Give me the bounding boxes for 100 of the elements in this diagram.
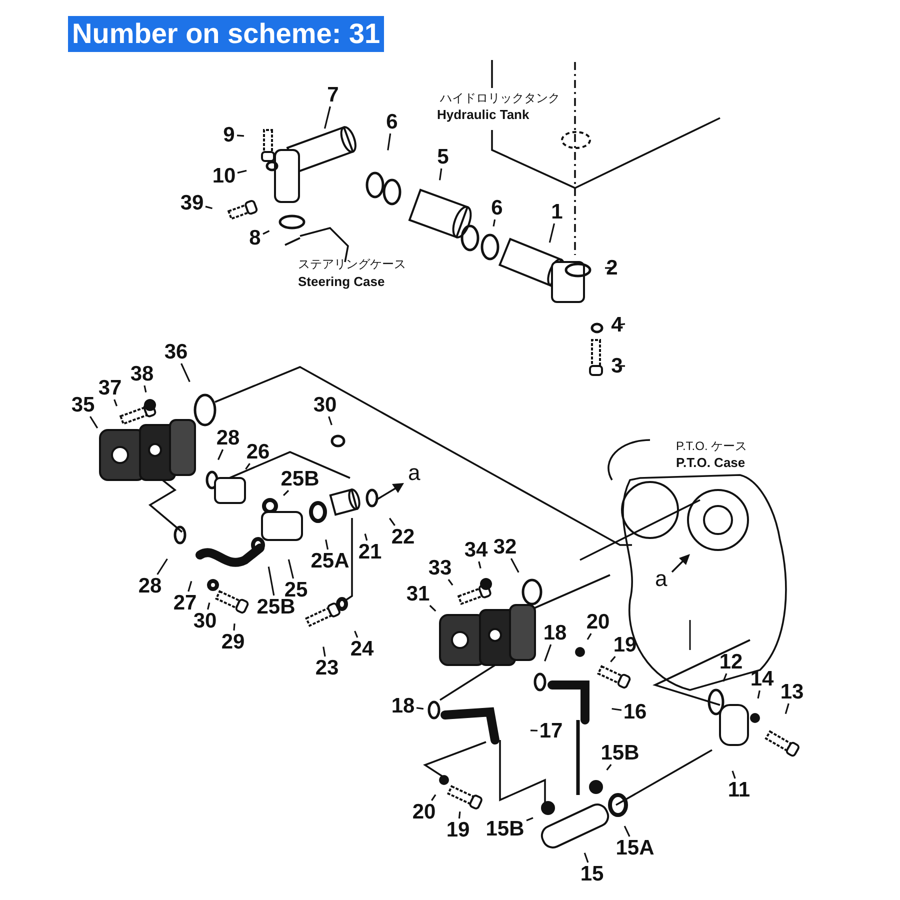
part-label: ステアリングケース <box>298 258 406 270</box>
callout-number: 2 <box>606 258 618 278</box>
callout-number: 18 <box>391 696 415 716</box>
part-label: Hydraulic Tank <box>437 108 530 121</box>
leader-line <box>757 690 760 699</box>
leader-line <box>610 656 616 662</box>
callout-number: 38 <box>130 364 154 384</box>
callout-number: 10 <box>212 166 236 186</box>
callout-number: 27 <box>173 592 197 614</box>
leader-line <box>364 534 368 541</box>
leader-line <box>233 623 236 631</box>
leader-line <box>586 633 592 640</box>
leader-line <box>207 602 210 610</box>
callout-number: 14 <box>750 668 774 690</box>
leader-line <box>612 708 622 711</box>
leader-line <box>429 604 436 612</box>
callout-number: 9 <box>223 124 235 146</box>
callout-number: 28 <box>216 428 240 448</box>
part-label: ハイドロリックタンク <box>440 92 560 104</box>
callout-number: 39 <box>180 192 204 214</box>
leader-line <box>188 580 192 592</box>
leader-line <box>262 230 270 235</box>
leader-line <box>388 518 396 526</box>
callout-number: 8 <box>249 228 261 248</box>
callout-number: 6 <box>491 198 503 218</box>
callout-number: 4 <box>611 314 623 336</box>
leader-line <box>245 463 250 470</box>
leader-line <box>438 168 442 180</box>
callout-number: 17 <box>539 720 563 742</box>
leader-line <box>325 539 329 550</box>
leader-line <box>354 630 358 638</box>
leader-line <box>510 558 520 573</box>
callout-number: 5 <box>437 146 449 168</box>
callout-number: 20 <box>586 612 610 632</box>
callout-number: 1 <box>551 202 563 222</box>
leader-line <box>584 852 589 863</box>
leader-line <box>548 223 556 243</box>
callout-number: 19 <box>613 634 637 656</box>
leader-line <box>458 811 461 819</box>
leader-line <box>180 363 190 382</box>
callout-number: 32 <box>493 536 517 558</box>
leader-line <box>784 703 790 714</box>
leader-line <box>732 770 736 779</box>
leader-line <box>526 817 534 822</box>
view-marker-letter: a <box>408 462 420 484</box>
leader-line <box>544 644 552 662</box>
leader-line <box>282 490 290 496</box>
leader-line <box>237 170 247 174</box>
callout-number: 6 <box>386 112 398 132</box>
callout-number: 20 <box>412 802 436 822</box>
callout-number: 23 <box>315 658 339 678</box>
callout-number: 24 <box>350 638 374 660</box>
callout-number: 26 <box>246 442 270 462</box>
callout-number: 28 <box>138 576 162 596</box>
leader-line <box>431 794 436 801</box>
callout-number: 15B <box>486 818 524 840</box>
callout-number: 35 <box>71 394 95 416</box>
callout-number: 33 <box>428 558 452 578</box>
leader-line <box>114 399 118 406</box>
callout-number: 30 <box>193 610 217 632</box>
leader-line <box>322 646 326 657</box>
part-label: P.T.O. Case <box>676 456 746 469</box>
callout-number: 21 <box>358 542 382 562</box>
callout-number: 3 <box>611 356 623 376</box>
callout-number: 13 <box>780 682 804 702</box>
callout-number: 11 <box>728 780 750 800</box>
leader-line <box>328 416 332 426</box>
callout-number: 25B <box>280 468 320 490</box>
leader-line <box>448 579 454 586</box>
callout-number: 37 <box>98 378 122 398</box>
leader-line <box>288 559 294 579</box>
leader-line <box>217 449 224 460</box>
callout-number: 15A <box>616 838 654 858</box>
leader-line <box>324 106 331 129</box>
leader-line <box>624 826 630 837</box>
callout-number: 25A <box>310 550 350 572</box>
callout-number: 22 <box>391 526 415 548</box>
callout-number: 29 <box>221 632 245 652</box>
leader-line <box>606 764 612 771</box>
leader-line <box>236 134 244 137</box>
leader-line <box>90 416 98 428</box>
leader-line <box>618 365 625 367</box>
part-label: P.T.O. ケース <box>676 440 748 452</box>
callout-number: 12 <box>719 652 743 672</box>
leader-line <box>530 730 538 732</box>
callout-number: 19 <box>446 820 470 840</box>
callout-number: 16 <box>623 702 647 722</box>
view-marker-letter: a <box>655 568 668 590</box>
leader-line <box>492 219 496 227</box>
callout-number: 15B <box>600 742 640 764</box>
title-banner: Number on scheme: 31 <box>68 16 384 52</box>
part-label: Steering Case <box>298 275 385 288</box>
callout-number: 30 <box>313 394 337 416</box>
leader-line <box>156 558 168 575</box>
leader-line <box>605 267 612 269</box>
leader-line <box>387 133 392 150</box>
leader-line <box>144 385 147 393</box>
leader-line <box>268 566 275 596</box>
callout-number: 34 <box>464 540 488 560</box>
callout-number: 31 <box>406 584 430 604</box>
